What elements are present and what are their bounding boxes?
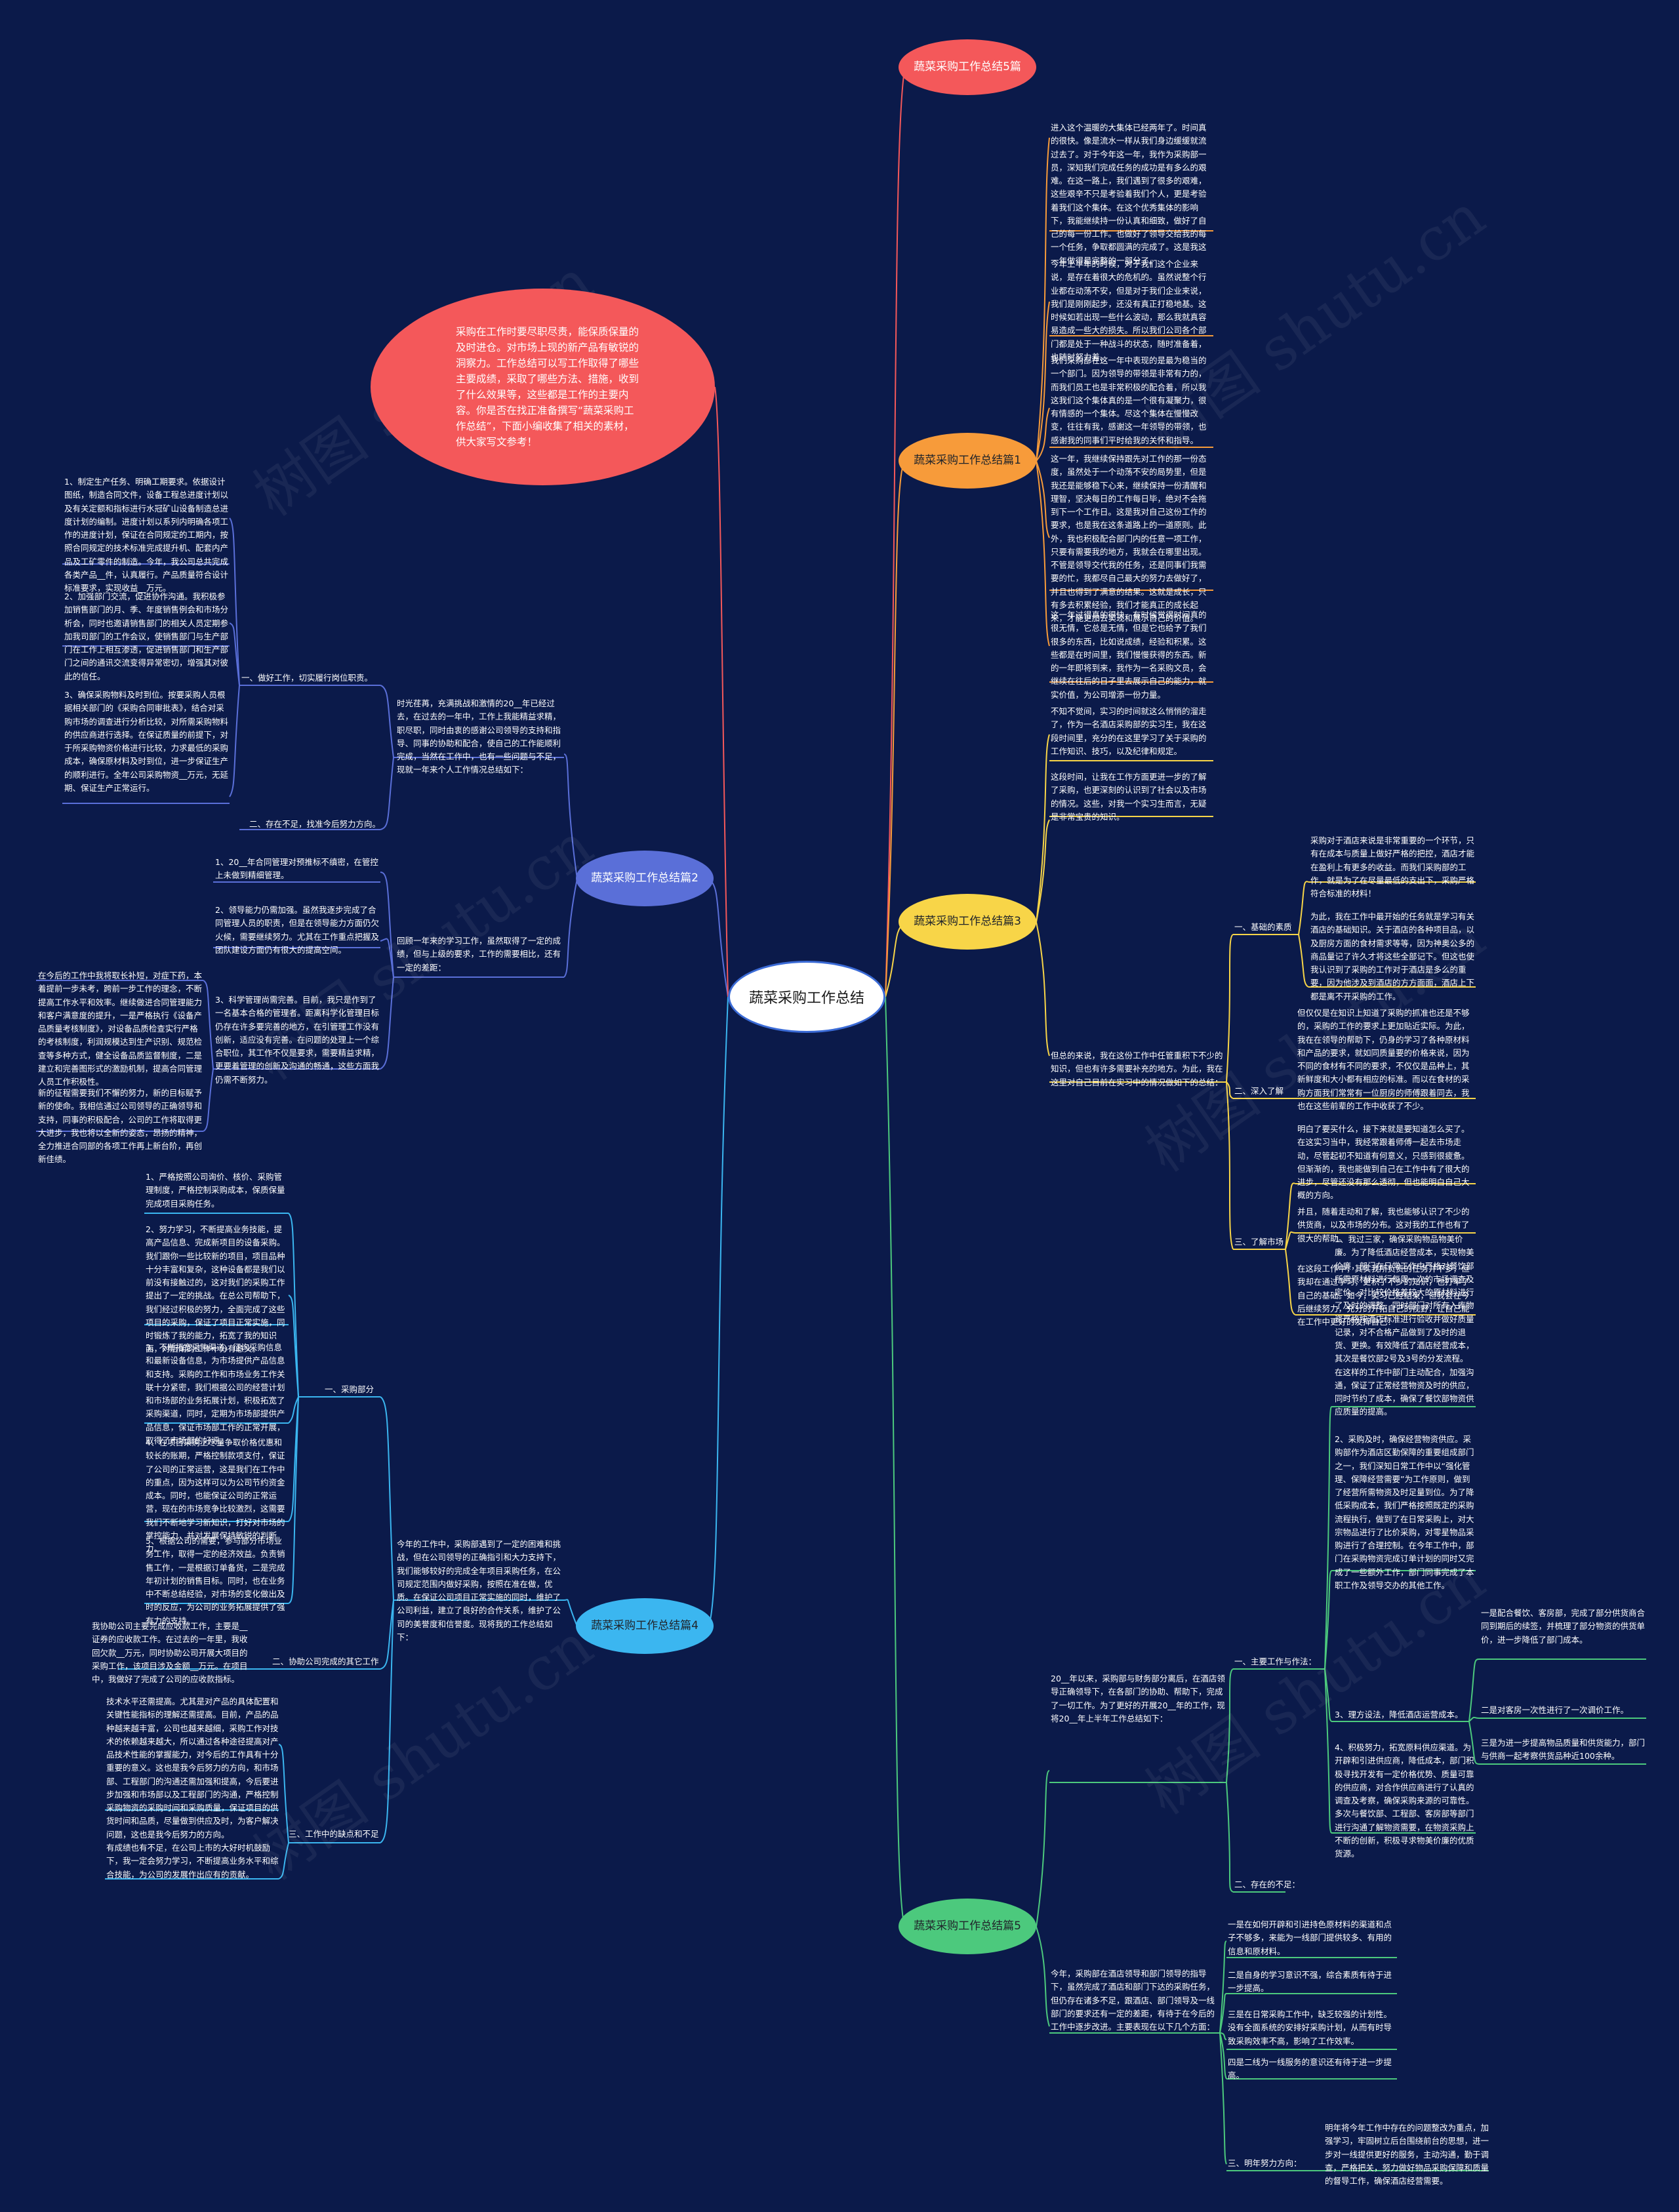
b1-paragraph-4: 这一年，我继续保持跟先对工作的那一份态度，虽然处于一个动荡不安的局势里，但是我还…: [1051, 454, 1207, 623]
b5-section-1-label: 一、主要工作与作法：: [1234, 1657, 1317, 1666]
b3-paragraph-1: 不知不觉间，实习的时间就这么悄悄的溜走了，作为一名酒店采购部的实习生，我在这段时…: [1051, 706, 1207, 756]
branch-summary-5[interactable]: 蔬菜采购工作总结5篇: [899, 39, 1036, 95]
b5-note-4: 四是二线为一线服务的意识还有待于进一步提高。: [1228, 2057, 1392, 2081]
b4-s1-text-b: 2、努力学习，不断提高业务技能，提高产品信息、完成新项目的设备采购。我们跟你一些…: [146, 1224, 285, 1354]
link-root-b3: [885, 921, 906, 997]
b5-s1-c-item-3: 三是为进一步提高物品质量和供货能力，部门与供商一起考察供货品种近100余种。: [1481, 1738, 1646, 1761]
b5-s1-text-b: 2、采购及时，确保经营物资供应。采购部作为酒店区勤保障的重要组成部门之一，我们深…: [1335, 1434, 1474, 1590]
b5-section-2-label: 二、存在的不足：: [1234, 1880, 1301, 1889]
b2-m-2: 2、领导能力仍需加强。虽然我逐步完成了合同管理人员的职责，但是在领导能力方面仍欠…: [215, 905, 380, 955]
b4-s1-text-a: 1、严格按照公司询价、核价、采购管理制度，严格控制采购成本，保质保量完成项目采购…: [146, 1172, 285, 1209]
b3-section-1-label: 一、基础的素质: [1234, 922, 1292, 932]
b5-s1-c-item-2: 二是对客房一次性进行了一次调价工作。: [1481, 1705, 1629, 1715]
b4-intro: 今年的工作中，采购部遇到了一定的困难和挑战，但在公司领导的正确指引和大力支持下，…: [397, 1539, 561, 1642]
b1-paragraph-3: 我们采购部在这一年中表现的是最为稳当的一个部门。因为领导的带领是非常有力的，而我…: [1051, 355, 1207, 445]
intro-text: 采购在工作时要尽职尽责，能保质保量的及时进仓。对市场上现的新产品有敏锐的洞察力。…: [456, 325, 639, 449]
link-root-b4: [708, 996, 729, 1627]
branch-summary-1[interactable]: 蔬菜采购工作总结篇1: [899, 433, 1036, 489]
b4-s1-text-d: 4、在项目采购上尽量争取价格优惠和较长的账期，严格控制款项支付，保证了公司的正常…: [146, 1438, 285, 1554]
b2-s1-text-b: 2、加强部门交流，促进协作沟通。我积极参加销售部门的月、季、年度销售例会和市场分…: [64, 592, 229, 681]
b4-s1-text-c: 3、不断拓宽采购渠道，征询采购信息和最新设备信息，为市场提供产品信息和支持。采购…: [146, 1342, 285, 1445]
intro-bubble[interactable]: 采购在工作时要尽职尽责，能保质保量的及时进仓。对市场上现的新产品有敏锐的洞察力。…: [371, 289, 715, 485]
branch-summary-2[interactable]: 蔬菜采购工作总结篇2: [576, 851, 714, 906]
b5-s3-text-a: 明年将今年工作中存在的问题整改为重点，加强学习，牢固树立后台围绕前台的思想，进一…: [1325, 2123, 1489, 2186]
branch-summary-5b[interactable]: 蔬菜采购工作总结篇5: [899, 1899, 1036, 1954]
branch-label: 蔬菜采购工作总结篇3: [914, 915, 1021, 929]
link-root-b5top: [885, 66, 906, 997]
root-node[interactable]: 蔬菜采购工作总结: [728, 961, 885, 1033]
b3-s1-text-b: 为此，我在工作中最开始的任务就是学习有关酒店的基础知识。关于酒店的各种项目品，以…: [1310, 912, 1475, 1001]
b4-s2-text-a: 我协助公司主要完成应收款工作，主要是__证券的应收款工作。在过去的一年里，我收回…: [92, 1621, 248, 1684]
b1-paragraph-2: 今年上半年的时候，对于我们这个企业来说，是存在着很大的危机的。虽然说整个行业都在…: [1051, 259, 1207, 362]
b4-section-2-label: 二、协助公司完成的其它工作: [272, 1657, 379, 1666]
b3-paragraph-3: 但总的来说，我在这份工作中任管重积下不少的知识，但也有许多需要补充的地方。为此，…: [1051, 1051, 1223, 1087]
b5-s1-text-c: 3、理方设法，降低酒店运营成本。: [1335, 1710, 1463, 1719]
root-label: 蔬菜采购工作总结: [748, 990, 864, 1007]
b2-m-1: 1、20__年合同管理对预推标不缜密，在管控上未做到精细管理。: [215, 857, 378, 881]
branch-label: 蔬菜采购工作总结篇2: [591, 872, 698, 885]
b2-mid: 回顾一年来的学习工作，虽然取得了一定的成绩，但与上级的要求，工作的需要相比，还有…: [397, 936, 561, 973]
branch-label: 蔬菜采购工作总结篇5: [914, 1920, 1021, 1933]
link-root-b5: [885, 996, 906, 1927]
b2-s1-text-c: 3、确保采购物料及时到位。按要采购人员根据相关部门的《采购合同审批表》，结合对采…: [64, 690, 229, 793]
b5-note-1: 一是在如何开辟和引进持色原材料的渠道和点子不够多，来能为一线部门提供较多、有用的…: [1228, 1920, 1392, 1956]
b2-f-1: 在今后的工作中我将取长补短，对症下药，本着提前一步未考，跨前一步工作的理念，不断…: [38, 971, 203, 1087]
b2-section-2-label: 二、存在不足，找准今后努力方向。: [249, 819, 381, 829]
branch-summary-3[interactable]: 蔬菜采购工作总结篇3: [899, 894, 1036, 950]
b2-f-2: 新的征程需要我们不懈的努力，新的目标赋予新的使命。我相信通过公司领导的正确领导和…: [38, 1088, 203, 1165]
b3-s3-text-c: 在这段工作中，其实我所负责的任务并不多，但我却在通过学习，更积了不少的知识，也打…: [1297, 1264, 1470, 1327]
b4-section-1-label: 一、采购部分: [325, 1384, 374, 1394]
b3-s3-text-a: 明白了要买什么，接下来就是要知道怎么买了。在这实习当中，我经常跟着师傅一起去市场…: [1297, 1124, 1470, 1201]
branch-summary-4[interactable]: 蔬菜采购工作总结篇4: [576, 1598, 714, 1654]
b4-s1-text-e: 5、根据公司的需要，参与部分市场业务工作，取得一定的经济效益。负责销售工作，一是…: [146, 1536, 285, 1626]
b5-intro: 20__年以来，采购部与财务部分离后，在酒店领导正确领导下，在各部门的协助、帮助…: [1051, 1674, 1225, 1723]
b5-note-2: 二是自身的学习意识不强，综合素质有待于进一步提高。: [1228, 1970, 1392, 1994]
link-root-b2: [708, 878, 729, 997]
b3-s1-text-a: 采购对于酒店来说是非常重要的一个环节，只有在成本与质量上做好严格的把控，酒店才能…: [1310, 835, 1475, 898]
b2-m-3: 3、科学管理尚需完善。目前，我只是作到了一名基本合格的管理者。距离科学化管理目标…: [215, 995, 380, 1085]
b3-section-3-label: 三、了解市场: [1234, 1237, 1284, 1247]
b2-section-1-label: 一、做好工作，切实履行岗位职责。: [241, 673, 373, 683]
branch-label: 蔬菜采购工作总结5篇: [914, 60, 1021, 74]
b5-s1-text-a: 1、我过三家，确保采购物品物美价廉。为了降低酒店经营成本，实现物美价廉，部门在日…: [1335, 1234, 1474, 1417]
branch-label: 蔬菜采购工作总结篇4: [591, 1619, 698, 1633]
b4-s3-text-b: 有成绩也有不足，在公司上市的大好时机鼓励下，我一定会努力学习，不断提高业务水平和…: [106, 1843, 279, 1880]
b3-section-2-label: 二、深入了解: [1234, 1086, 1284, 1096]
b4-section-3-label: 三、工作中的缺点和不足: [289, 1829, 379, 1839]
b5-intro-2: 今年，采购部在酒店领导和部门领导的指导下，虽然完成了酒店和部门下达的采购任务，但…: [1051, 1969, 1215, 2032]
b1-paragraph-5: 这一年过得真的很快，有时候觉得时间真的很无情，它总是无情，但是它也给予了我们很多…: [1051, 610, 1207, 700]
b3-paragraph-2: 这段时间，让我在工作方面更进一步的了解了采购，也更深刻的认识到了社会以及市场的情…: [1051, 772, 1207, 822]
b1-paragraph-1: 进入这个温暖的大集体已经两年了。时间真的很快。像是流水一样从我们身边缓缓就流过去…: [1051, 123, 1207, 266]
b5-s1-c-item-1: 一是配合餐饮、客房部，完成了部分供货商合同到期后的续签，并梳理了部分物资的供货单…: [1481, 1608, 1646, 1645]
b3-s3-text-b: 并且，随着走动和了解，我也能够认识了不少的供货商，以及市场的分布。这对我的工作也…: [1297, 1207, 1470, 1243]
b5-section-3-label: 三、明年努力方向：: [1228, 2158, 1302, 2168]
b3-s2-text-a: 但仅仅是在知识上知道了采购的抓准也还是不够的，采购的工作的要求上更加贴近实际。为…: [1297, 1008, 1470, 1111]
link-root-intro: [714, 386, 729, 997]
branch-label: 蔬菜采购工作总结篇1: [914, 454, 1021, 468]
b4-s3-text-a: 技术水平还需提高。尤其是对产品的具体配置和关键性能指标的理解还需提高。目前，产品…: [106, 1697, 279, 1840]
b5-s1-text-d: 4、积极努力，拓宽原料供应渠道。为开辟和引进供应商，降低成本，部门积极寻找开发有…: [1335, 1742, 1474, 1859]
b5-note-3: 三是在日常采购工作中，缺乏较强的计划性。没有全面系统的安排好采购计划，从而有时导…: [1228, 2009, 1392, 2046]
b2-s1-text-a: 1、制定生产任务、明确工期要求。依据设计图纸，制造合同文件，设备工程总进度计划以…: [64, 477, 229, 593]
b2-intro: 时光荏苒，充满挑战和激情的20__年已经过去，在过去的一年中，工作上我能精益求精…: [397, 698, 561, 775]
